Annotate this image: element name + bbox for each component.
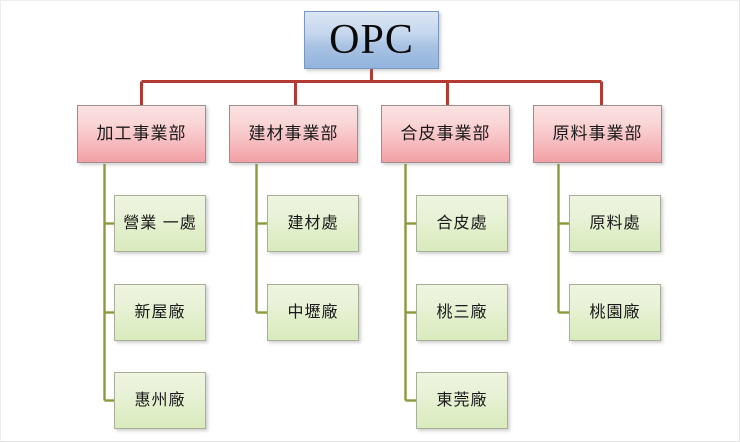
node-division-1[interactable]: 加工事業部: [77, 105, 206, 163]
node-unit-2-2-label: 中壢廠: [287, 303, 339, 321]
node-division-3[interactable]: 合皮事業部: [381, 105, 510, 163]
node-unit-1-1[interactable]: 營業 一處: [114, 195, 206, 252]
node-division-2[interactable]: 建材事業部: [229, 105, 358, 163]
node-unit-4-1[interactable]: 原料處: [569, 195, 661, 252]
node-unit-3-2[interactable]: 桃三廠: [416, 284, 508, 341]
node-unit-3-1-label: 合皮處: [436, 214, 488, 232]
node-division-4-label: 原料事業部: [552, 123, 643, 143]
node-unit-3-2-label: 桃三廠: [436, 303, 488, 321]
node-unit-3-3-label: 東莞廠: [436, 391, 488, 409]
node-unit-2-1-label: 建材處: [287, 214, 339, 232]
node-unit-4-2-label: 桃園廠: [589, 303, 641, 321]
node-unit-2-2[interactable]: 中壢廠: [267, 284, 359, 341]
node-unit-1-3-label: 惠州廠: [134, 391, 186, 409]
node-unit-1-2-label: 新屋廠: [134, 303, 186, 321]
node-unit-1-2[interactable]: 新屋廠: [114, 284, 206, 341]
node-unit-2-1[interactable]: 建材處: [267, 195, 359, 252]
node-unit-1-1-label: 營業 一處: [123, 214, 197, 232]
node-unit-4-1-label: 原料處: [589, 214, 641, 232]
node-unit-3-1[interactable]: 合皮處: [416, 195, 508, 252]
node-division-3-label: 合皮事業部: [400, 123, 491, 143]
node-unit-3-3[interactable]: 東莞廠: [416, 372, 508, 429]
node-unit-4-2[interactable]: 桃園廠: [569, 284, 661, 341]
node-root-label: OPC: [329, 16, 414, 63]
node-unit-1-3[interactable]: 惠州廠: [114, 372, 206, 429]
node-division-1-label: 加工事業部: [96, 123, 187, 143]
node-division-4[interactable]: 原料事業部: [533, 105, 662, 163]
node-root-opc[interactable]: OPC: [304, 11, 439, 69]
node-division-2-label: 建材事業部: [248, 123, 339, 143]
